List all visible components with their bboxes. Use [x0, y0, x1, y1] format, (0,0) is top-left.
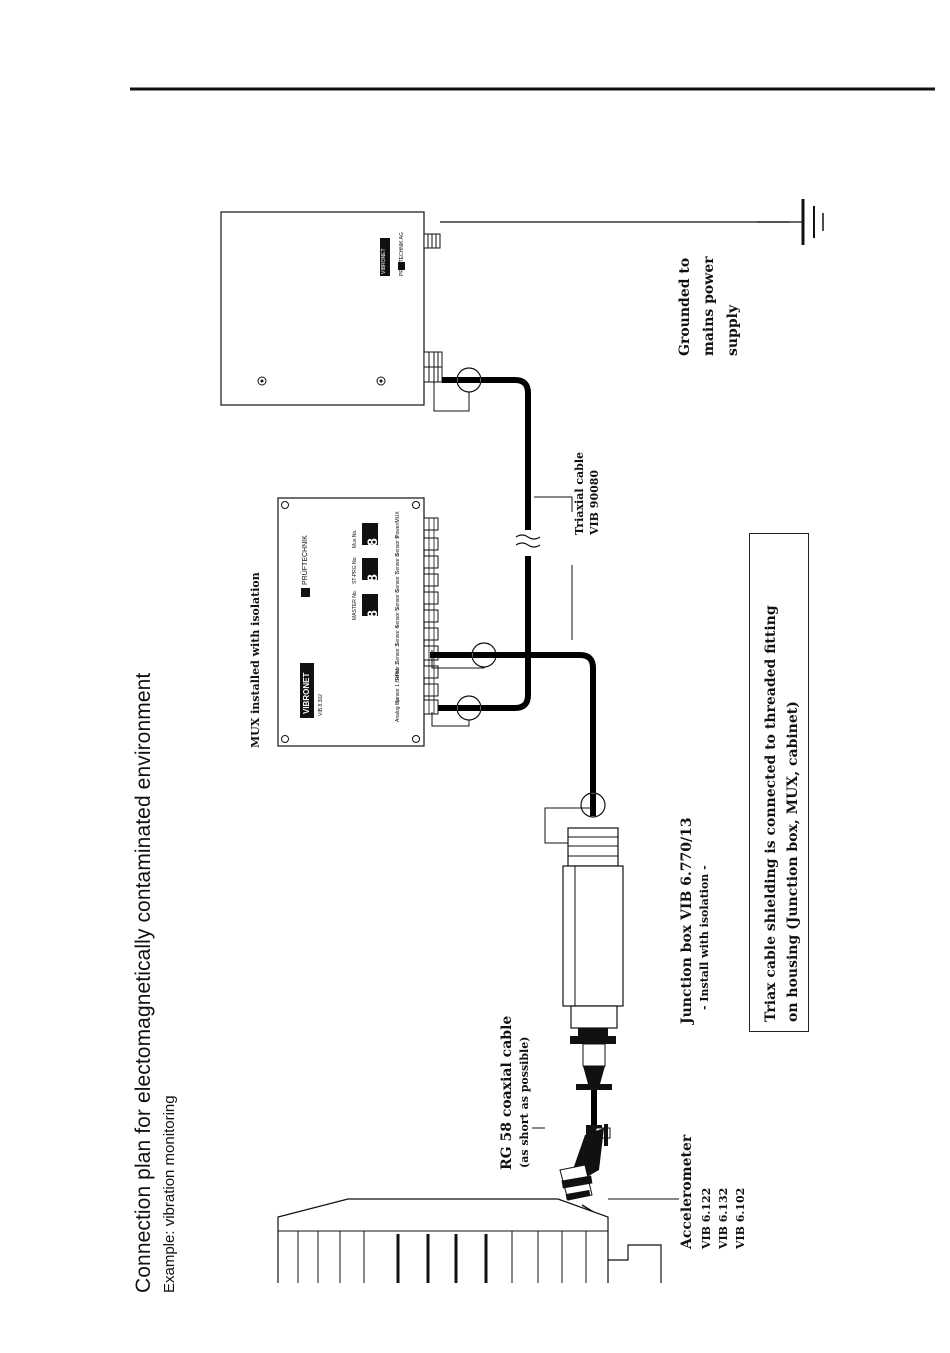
- mux-model: VIB 8.302: [318, 694, 324, 716]
- triaxial-heading: Triaxial cable: [573, 451, 586, 535]
- shielding-note-box: [749, 533, 809, 1032]
- mux-display-label: MASTER No.: [352, 589, 358, 620]
- triaxial-cable: [430, 377, 531, 711]
- mux-digit: 8: [364, 574, 380, 582]
- mux-port: Sensor 3: [395, 643, 401, 664]
- shielding-note: Triax cable shielding is connected to th…: [760, 605, 804, 1022]
- accelerometer-label: Accelerometer: [678, 1135, 697, 1249]
- cable-break: [515, 534, 541, 548]
- shielding-note-line: on housing (Junction box, MUX, cabinet): [785, 701, 801, 1022]
- ground-line: mains power: [701, 256, 717, 356]
- accelerometer: [559, 1128, 604, 1217]
- mux-label: MUX installed with isolation: [249, 572, 262, 748]
- mux-maker: PRÜFTECHNIK: [302, 535, 309, 585]
- mux-brand: VIBRONET: [302, 672, 311, 714]
- mux-box: [277, 497, 470, 747]
- sensor-cable: [430, 652, 596, 805]
- shielding-note-line: Triax cable shielding is connected to th…: [763, 605, 779, 1022]
- triaxial-part: VIB 90080: [588, 469, 601, 535]
- ground-line: Grounded to: [677, 257, 693, 356]
- triaxial-leader: [534, 496, 573, 512]
- mux-port: Sensor 2: [395, 661, 401, 682]
- accelerometer-model: VIB 6.122: [700, 1187, 713, 1249]
- mux-port: Sensor 7: [395, 571, 401, 592]
- accelerometer-models: VIB 6.122 VIB 6.132 VIB 6.102: [698, 1188, 749, 1249]
- mux-digit: 8: [364, 538, 380, 546]
- mux-display-label: ST-PRG No.: [352, 556, 358, 584]
- ground-symbol: [440, 199, 824, 245]
- mux-digit: 8: [364, 610, 380, 618]
- mux-port: Sensor 5: [395, 607, 401, 628]
- accelerometer-model: VIB 6.102: [734, 1187, 747, 1249]
- junction-heading: Junction box VIB 6.770/13: [679, 817, 695, 1024]
- cabinet-brand: VIBRONET: [381, 248, 387, 274]
- coax-note: (as short as possible): [518, 1036, 531, 1168]
- mux-port: Power/MUX: [395, 511, 401, 538]
- page-title: Connection plan for electomagnetically c…: [132, 672, 155, 1293]
- mux-display-label: Mux No.: [352, 529, 358, 548]
- cabinet: [220, 211, 470, 412]
- mux-port: Sensor 9: [395, 535, 401, 556]
- ground-line: supply: [725, 304, 741, 356]
- junction-box: [544, 792, 624, 1146]
- accelerometer-heading: Accelerometer: [679, 1134, 695, 1249]
- coax-heading: RG 58 coaxial cable: [499, 1015, 515, 1170]
- mux-port: Sensor 6: [395, 589, 401, 610]
- junction-note: - Install with isolation -: [698, 865, 711, 1010]
- motor-housing: [277, 1198, 662, 1283]
- ground-label: Grounded to mains power supply: [673, 256, 745, 356]
- page-subtitle: Example: vibration monitoring: [161, 1095, 178, 1293]
- mux-port: Sensor 4: [395, 625, 401, 646]
- cabinet-maker: PRÜFTECHNIK AG: [399, 232, 405, 276]
- accelerometer-model: VIB 6.132: [717, 1187, 730, 1249]
- mux-port: Sensor 8: [395, 553, 401, 574]
